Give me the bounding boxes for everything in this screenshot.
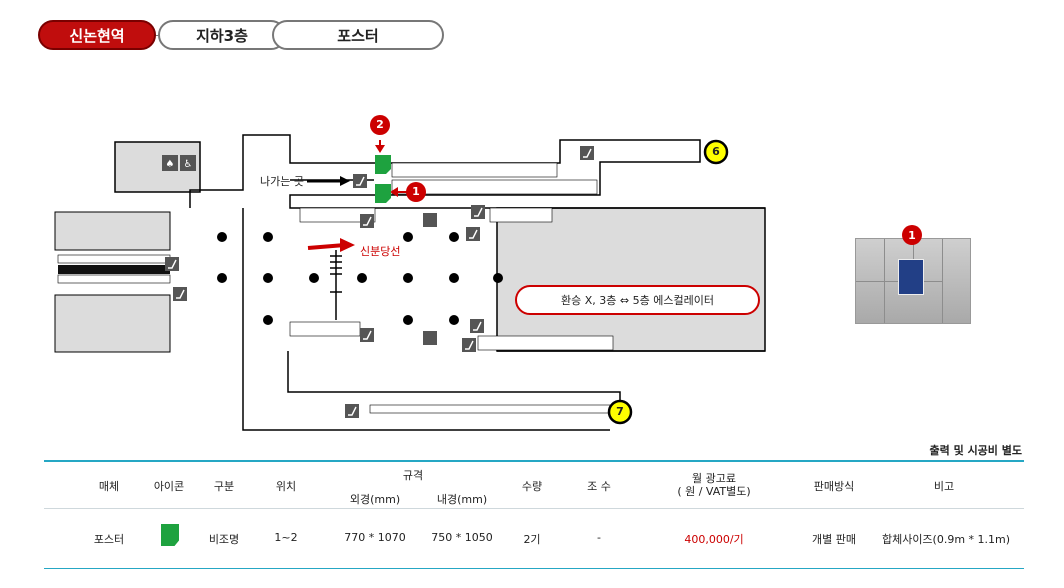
cell-price: 400,000/기 — [684, 533, 744, 546]
svg-text:♿: ♿ — [184, 159, 193, 170]
cell-inner: 750 * 1050 — [431, 531, 493, 544]
breadcrumb: 신논현역 지하3층 포스터 — [38, 20, 448, 50]
header-location: 위치 — [275, 480, 297, 493]
header-quantity: 수량 — [521, 480, 543, 493]
breadcrumb-media[interactable]: 포스터 — [272, 20, 444, 50]
header-sides: 조 수 — [587, 480, 611, 493]
poster-location-2 — [375, 155, 391, 174]
station-map: ♠ ♿ — [0, 70, 1064, 450]
cell-remarks: 합체사이즈(0.9m * 1.1m) — [881, 533, 1011, 546]
cell-media: 포스터 — [93, 533, 125, 546]
header-media: 매체 — [98, 480, 120, 493]
exit-number-7: 7 — [616, 405, 624, 418]
transfer-note: 환승 X, 3층 ⇔ 5층 에스컬레이터 — [515, 285, 760, 315]
header-monthly-fee: 월 광고료 — [692, 472, 736, 485]
exit-label: 나가는 곳 — [260, 175, 304, 188]
header-category: 구분 — [213, 480, 235, 493]
marker-1: 1 — [412, 185, 420, 198]
header-remarks: 비고 — [933, 480, 955, 493]
poster-photo[interactable] — [855, 238, 971, 324]
poster-image — [898, 259, 924, 295]
photo-marker: 1 — [902, 225, 922, 245]
breadcrumb-station[interactable]: 신논현역 — [38, 20, 156, 50]
cell-sale-method: 개별 판매 — [812, 533, 856, 546]
poster-location-1 — [375, 184, 391, 203]
new-bundang-label: 신분당선 — [360, 245, 401, 258]
cost-note: 출력 및 시공비 별도 — [929, 444, 1022, 457]
marker-2: 2 — [376, 118, 384, 131]
cell-sides: - — [597, 531, 601, 544]
table-row: 포스터 비조명 1~2 770 * 1070 750 * 1050 2기 - 4… — [44, 509, 1024, 569]
poster-icon — [161, 524, 179, 546]
breadcrumb-floor[interactable]: 지하3층 — [158, 20, 286, 50]
header-spec: 규격 — [402, 469, 424, 482]
cell-quantity: 2기 — [523, 533, 541, 546]
table-header: 매체 아이콘 구분 위치 규격 외경(mm) 내경(mm) 수량 조 수 월 광… — [44, 462, 1024, 509]
header-icon: 아이콘 — [153, 480, 185, 493]
exit-number-6: 6 — [712, 145, 720, 158]
header-inner: 내경(mm) — [436, 493, 488, 506]
header-monthly-fee-unit: ( 원 / VAT별도) — [677, 485, 751, 498]
cell-category: 비조명 — [208, 533, 240, 546]
floor-plan: ♠ ♿ — [54, 115, 766, 431]
pricing-table: 매체 아이콘 구분 위치 규격 외경(mm) 내경(mm) 수량 조 수 월 광… — [44, 460, 1024, 569]
cell-location: 1~2 — [274, 531, 298, 544]
cell-outer: 770 * 1070 — [344, 531, 406, 544]
svg-text:♠: ♠ — [166, 159, 175, 170]
header-sale-method: 판매방식 — [813, 480, 855, 493]
header-outer: 외경(mm) — [349, 493, 401, 506]
